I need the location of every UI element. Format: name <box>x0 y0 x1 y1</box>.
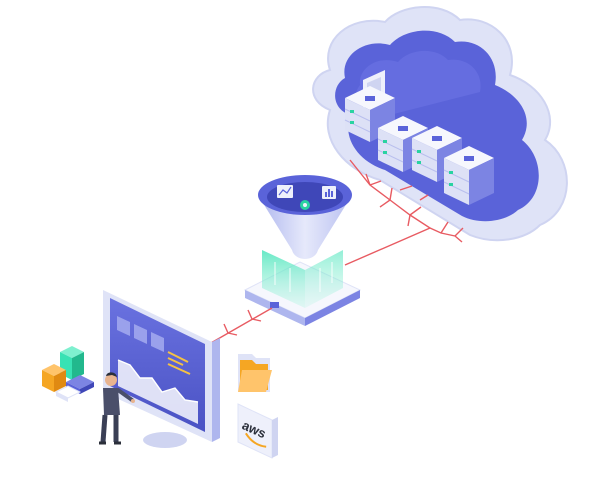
funnel-icon <box>243 175 362 326</box>
funnel-pin-icon <box>300 200 310 210</box>
data-flow-connector <box>344 159 464 266</box>
server-unit <box>443 146 494 205</box>
monitor-dashboard-icon <box>103 290 220 448</box>
funnel-chart-icon <box>277 185 293 198</box>
server-unit <box>411 126 462 182</box>
platform-port-icon <box>270 302 279 308</box>
server-rack-icon <box>344 86 494 205</box>
folder-icon <box>238 354 272 392</box>
block-chart-icon <box>42 346 94 402</box>
person-icon <box>99 372 135 445</box>
aws-badge-icon: aws <box>237 403 278 459</box>
funnel-bar-icon <box>322 186 336 199</box>
